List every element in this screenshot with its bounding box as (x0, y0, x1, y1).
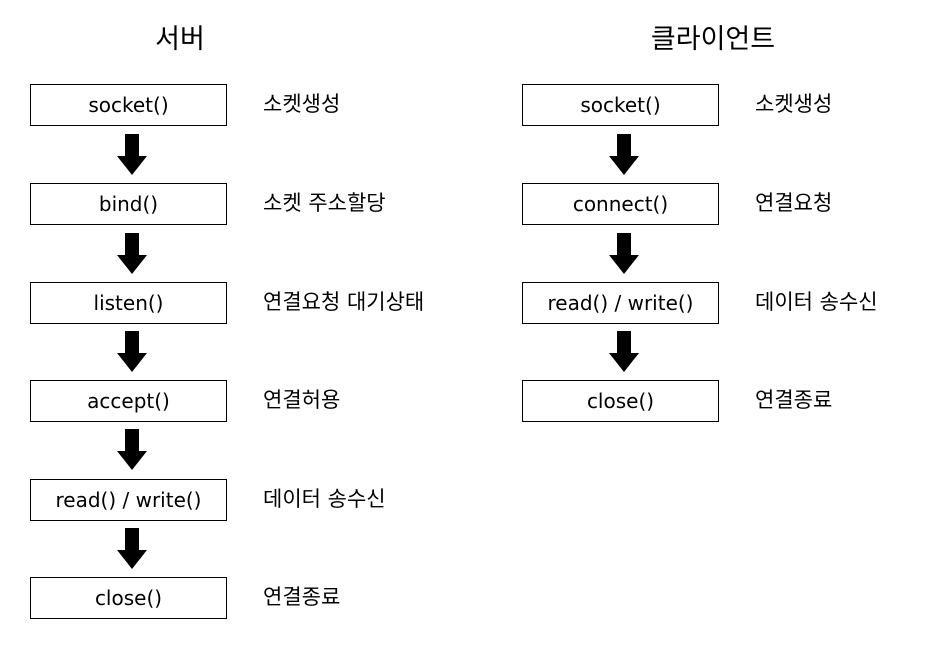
client-step-box: read() / write() (522, 282, 719, 324)
server-step-box: accept() (30, 380, 227, 422)
server-step-desc: 소켓생성 (263, 92, 341, 116)
server-step-desc: 연결종료 (263, 585, 341, 609)
client-step-desc: 데이터 송수신 (755, 290, 878, 314)
client-step-box: close() (522, 380, 719, 422)
client-column-title: 클라이언트 (650, 24, 776, 55)
down-arrow-icon (609, 134, 639, 176)
client-step-desc: 소켓생성 (755, 92, 833, 116)
server-column-title: 서버 (155, 24, 205, 55)
server-step-box: close() (30, 577, 227, 619)
server-step-desc: 데이터 송수신 (263, 487, 386, 511)
down-arrow-icon (117, 528, 147, 570)
client-step-desc: 연결종료 (755, 388, 833, 412)
server-step-box: bind() (30, 183, 227, 225)
down-arrow-icon (609, 331, 639, 373)
down-arrow-icon (117, 233, 147, 275)
server-step-box: read() / write() (30, 479, 227, 521)
down-arrow-icon (117, 134, 147, 176)
server-step-box: socket() (30, 84, 227, 126)
server-step-box: listen() (30, 282, 227, 324)
server-step-desc: 소켓 주소할당 (263, 191, 386, 215)
client-step-box: connect() (522, 183, 719, 225)
server-step-desc: 연결요청 대기상태 (263, 290, 425, 314)
down-arrow-icon (117, 429, 147, 471)
client-step-desc: 연결요청 (755, 191, 833, 215)
down-arrow-icon (117, 331, 147, 373)
server-step-desc: 연결허용 (263, 388, 341, 412)
client-step-box: socket() (522, 84, 719, 126)
down-arrow-icon (609, 233, 639, 275)
